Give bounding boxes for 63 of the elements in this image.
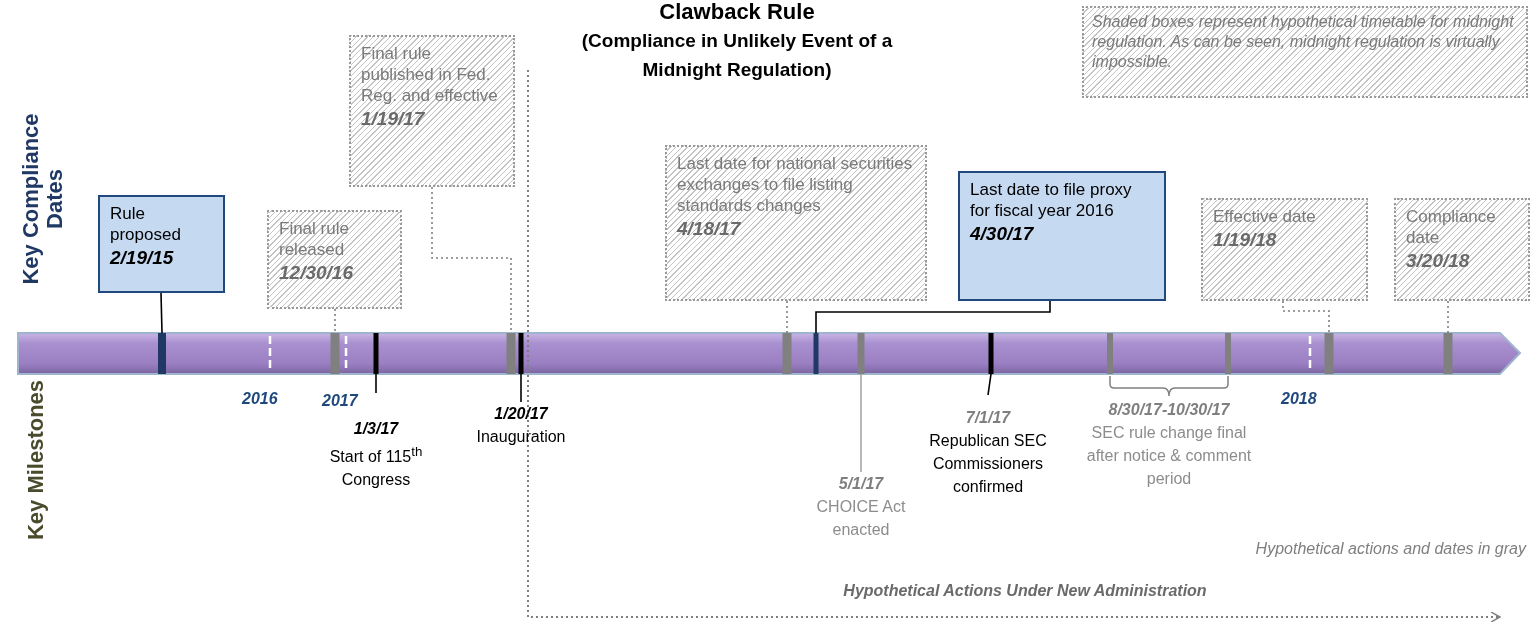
year-label: 2016 bbox=[242, 390, 278, 408]
event-date: 3/20/18 bbox=[1406, 250, 1471, 271]
event-date: 4/30/17 bbox=[970, 223, 1035, 244]
hypothetical-event-box bbox=[349, 35, 515, 187]
event-box bbox=[98, 195, 225, 293]
subtitle: (Compliance in Unlikely Event of a Midnight Regulation) bbox=[580, 29, 894, 82]
hypothetical-event-box bbox=[1394, 198, 1530, 301]
year-label: 2018 bbox=[1281, 390, 1317, 408]
note-text: Shaded boxes represent hypothetical timetable for midnight regulation. As can be seen, midnight regulation is virtually impossible. bbox=[1092, 12, 1515, 72]
milestone-date: 1/3/17 bbox=[352, 419, 400, 439]
timeline-tick bbox=[506, 333, 516, 374]
timeline-tick bbox=[813, 333, 819, 374]
milestone-date: 7/1/17 bbox=[964, 408, 1012, 428]
milestone-date: 8/30/17-10/30/17 bbox=[1107, 400, 1231, 420]
connector-line bbox=[375, 373, 377, 394]
milestone-text: Republican SEC Commissioners confirmed bbox=[928, 431, 1048, 497]
connector-line bbox=[786, 300, 788, 334]
connector-line bbox=[815, 300, 1051, 334]
milestone-text: CHOICE Act enacted bbox=[815, 497, 907, 540]
connector-line bbox=[987, 373, 992, 396]
timeline-tick bbox=[1324, 333, 1334, 374]
event-text: Last date to file proxy for fiscal year 2016 bbox=[970, 179, 1133, 221]
note-text: Hypothetical actions and dates in gray bbox=[1254, 540, 1526, 558]
event-text: Final rule released bbox=[279, 218, 350, 260]
note-box bbox=[1082, 6, 1528, 98]
timeline-tick bbox=[373, 333, 379, 374]
event-text: Final rule published in Fed. Reg. and effective bbox=[361, 43, 499, 106]
timeline-tick bbox=[1443, 333, 1453, 374]
event-text: Effective date bbox=[1213, 206, 1317, 227]
period-label: Hypothetical Actions Under New Administration bbox=[842, 582, 1208, 600]
timeline-tick bbox=[988, 333, 994, 374]
hypothetical-event-box bbox=[665, 145, 927, 301]
milestone-text: Start of 115$^{th}$ Congress bbox=[328, 443, 424, 491]
timeline-tick bbox=[330, 333, 340, 374]
connector-line bbox=[1447, 300, 1449, 334]
connector-line bbox=[160, 292, 163, 334]
milestone-text: Inauguration bbox=[475, 427, 567, 447]
hypothetical-event-box bbox=[1201, 198, 1368, 301]
milestone-text: SEC rule change final after notice & comment period bbox=[1085, 423, 1253, 489]
diagram-title: Clawback Rule bbox=[658, 0, 816, 24]
event-box bbox=[958, 171, 1166, 301]
event-text: Last date for national securities exchanges to file listing standards changes bbox=[677, 153, 914, 216]
timeline-tick bbox=[857, 333, 865, 374]
timeline-tick bbox=[782, 333, 792, 374]
row-heading: Key Compliance Dates bbox=[19, 112, 67, 287]
timeline-tick bbox=[518, 333, 524, 374]
hypothetical-event-box bbox=[267, 210, 402, 309]
row-heading: Key Milestones bbox=[24, 378, 48, 543]
connector-line bbox=[520, 373, 522, 403]
connector-line bbox=[334, 308, 336, 334]
year-label: 2017 bbox=[322, 392, 358, 410]
event-date: 4/18/17 bbox=[677, 218, 742, 239]
event-date: 2/19/15 bbox=[110, 247, 175, 268]
event-text: Compliance date bbox=[1406, 206, 1497, 248]
connector-line bbox=[1282, 300, 1330, 334]
milestone-date: 5/1/17 bbox=[837, 474, 885, 494]
event-date: 1/19/18 bbox=[1213, 229, 1278, 250]
timeline-tick bbox=[158, 333, 166, 374]
event-date: 12/30/16 bbox=[279, 262, 354, 283]
connector-line bbox=[860, 373, 862, 473]
event-text: Rule proposed bbox=[110, 203, 182, 245]
event-date: 1/19/17 bbox=[361, 108, 426, 129]
milestone-date: 1/20/17 bbox=[493, 404, 550, 424]
